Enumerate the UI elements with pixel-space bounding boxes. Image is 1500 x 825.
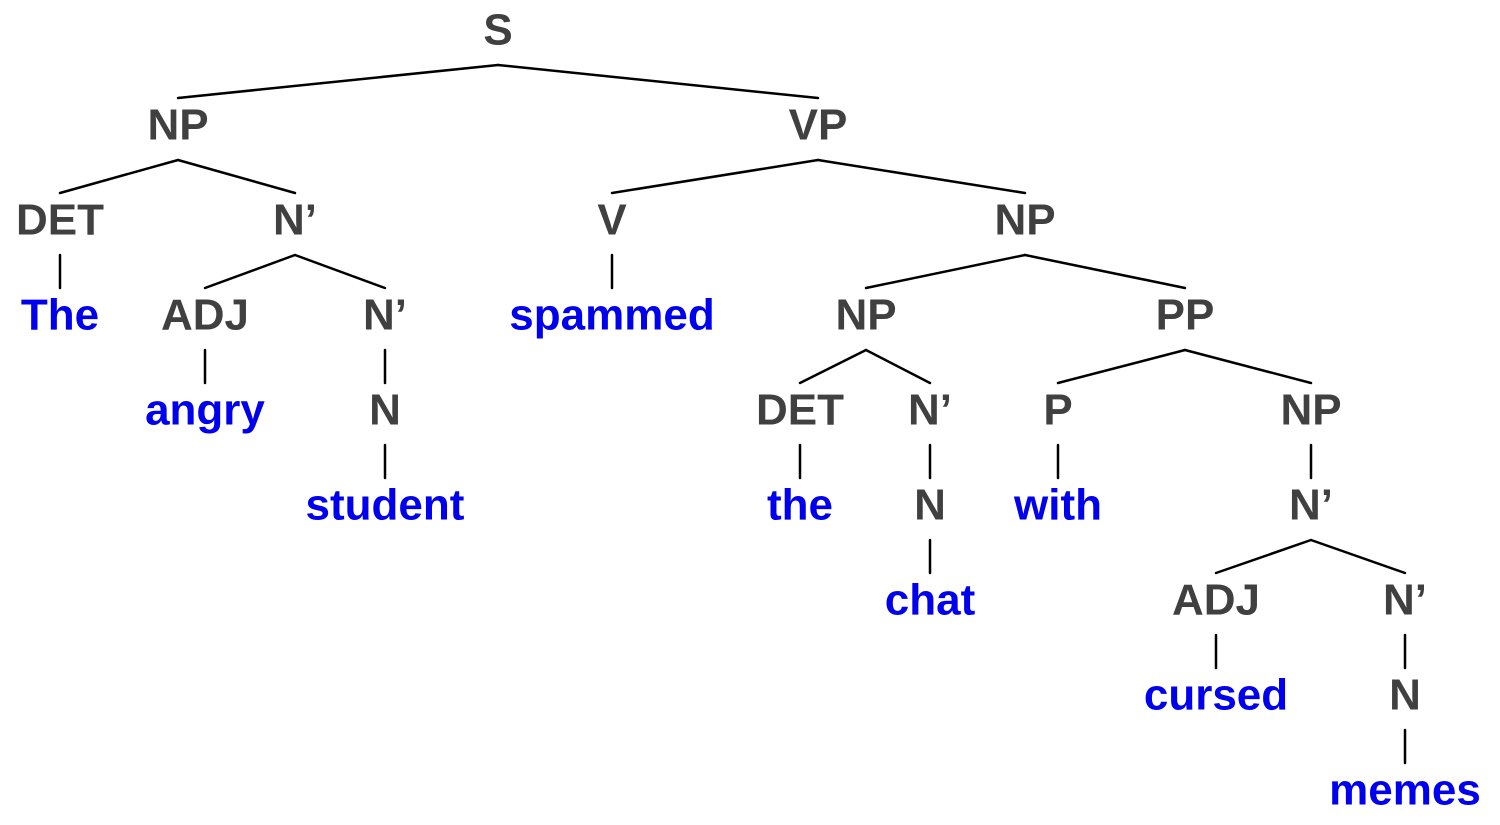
category-label-n-pp: N xyxy=(1389,671,1421,720)
category-label-pp: PP xyxy=(1156,291,1215,340)
word-label-word-memes: memes xyxy=(1329,766,1481,815)
word-label-word-the-upper: The xyxy=(21,291,99,340)
category-label-nbar-subject: N’ xyxy=(273,196,317,245)
branch-pp-to-np-pp xyxy=(1183,348,1313,385)
category-label-det-subject: DET xyxy=(16,196,104,245)
category-label-adj-pp: ADJ xyxy=(1172,576,1260,625)
category-label-np-subject: NP xyxy=(147,101,208,150)
branch-s-to-vp xyxy=(496,63,820,100)
category-label-nbar-pp: N’ xyxy=(1289,481,1333,530)
branch-np-subject-to-det-subject xyxy=(58,158,180,195)
word-label-word-cursed: cursed xyxy=(1144,671,1288,720)
category-label-vp: VP xyxy=(789,101,848,150)
branch-np-object-inner-to-det-object xyxy=(798,348,868,385)
category-label-det-object: DET xyxy=(756,386,844,435)
branch-np-object-to-pp xyxy=(1023,253,1187,290)
category-label-nbar-object: N’ xyxy=(908,386,952,435)
category-label-np-object: NP xyxy=(994,196,1055,245)
word-label-word-with: with xyxy=(1013,481,1102,530)
branch-np-object-to-np-object-inner xyxy=(864,253,1027,290)
category-label-n-object: N xyxy=(914,481,946,530)
branch-nbar-pp-to-nbar-pp-inner xyxy=(1309,538,1407,575)
category-label-s: S xyxy=(483,6,512,55)
word-label-word-student: student xyxy=(306,481,465,530)
branch-nbar-pp-to-adj-pp xyxy=(1214,538,1313,575)
word-label-word-chat: chat xyxy=(885,576,976,625)
category-label-np-object-inner: NP xyxy=(835,291,896,340)
category-label-nbar-subject-inner: N’ xyxy=(363,291,407,340)
word-label-word-the-lower: the xyxy=(767,481,833,530)
branch-pp-to-p xyxy=(1056,348,1187,385)
category-label-np-pp: NP xyxy=(1280,386,1341,435)
word-label-word-spammed: spammed xyxy=(509,291,714,340)
category-label-p: P xyxy=(1043,386,1072,435)
branch-vp-to-v xyxy=(610,158,820,195)
branch-nbar-subject-to-adj-subject xyxy=(203,253,297,290)
tree-branches xyxy=(58,63,1407,765)
word-label-word-angry: angry xyxy=(145,386,265,435)
branch-s-to-np-subject xyxy=(176,63,500,100)
category-label-v: V xyxy=(597,196,627,245)
branch-np-object-inner-to-nbar-object xyxy=(864,348,932,385)
category-label-n-subject: N xyxy=(369,386,401,435)
branch-np-subject-to-nbar-subject xyxy=(176,158,297,195)
category-label-nbar-pp-inner: N’ xyxy=(1383,576,1427,625)
branch-nbar-subject-to-nbar-subject-inner xyxy=(293,253,387,290)
category-label-adj-subject: ADJ xyxy=(161,291,249,340)
branch-vp-to-np-object xyxy=(816,158,1027,195)
